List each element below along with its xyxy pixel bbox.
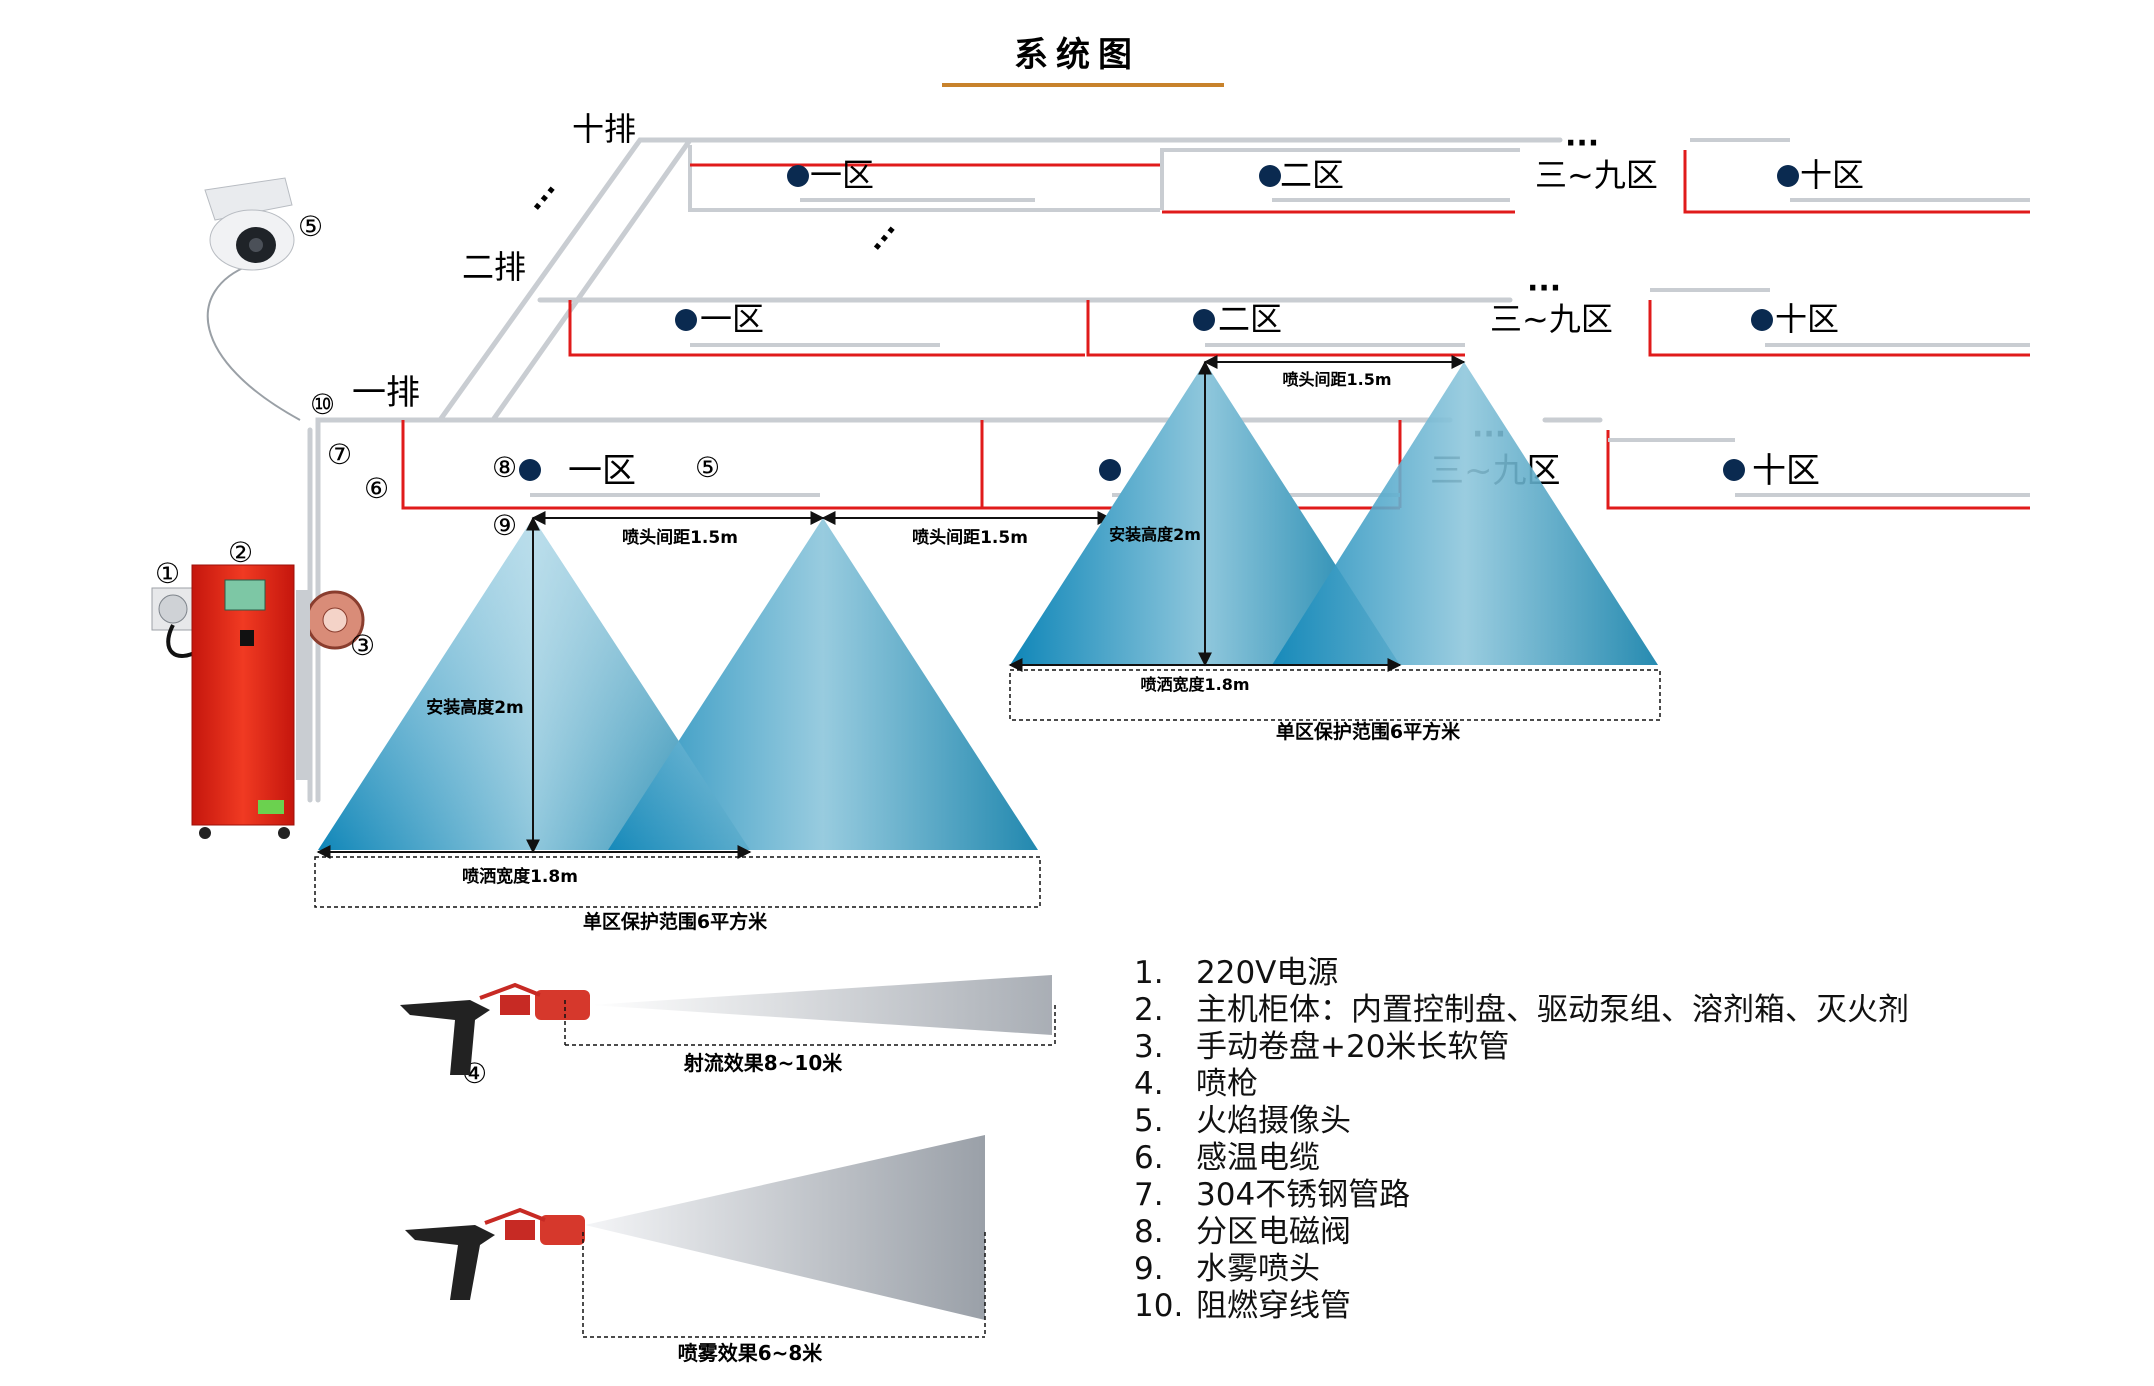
- legend-number: 7.: [1134, 1177, 1164, 1213]
- marker-2: ②: [228, 536, 253, 569]
- row-2-to-10-ellipsis: ···: [862, 215, 908, 261]
- row-2-ellipsis: ···: [1527, 271, 1561, 306]
- width-label-2: 喷洒宽度1.8m: [1140, 675, 1249, 694]
- legend-item: 3. 手动卷盘+20米长软管: [1134, 1029, 2034, 1066]
- spacing-label-3: 喷头间距1.5m: [1282, 370, 1391, 389]
- height-label-2: 安装高度2m: [1109, 525, 1201, 544]
- legend-number: 1.: [1134, 955, 1164, 991]
- title-underline: [942, 83, 1224, 87]
- legend-item: 4. 喷枪: [1134, 1066, 2034, 1103]
- flame-camera-icon: [204, 177, 295, 271]
- marker-8: ⑧: [492, 451, 517, 484]
- row-1-label: 一排: [352, 373, 420, 413]
- width-label-1: 喷洒宽度1.8m: [462, 866, 578, 887]
- legend-item: 10. 阻燃穿线管: [1134, 1288, 2034, 1325]
- legend-number: 5.: [1134, 1103, 1164, 1139]
- legend-text: 喷枪: [1196, 1066, 1258, 1102]
- row-10-label: 十排: [572, 110, 636, 148]
- power-outlet-icon: [151, 587, 202, 658]
- row-2-zone-2: 二区: [1218, 300, 1282, 338]
- camera-conduit: [206, 264, 301, 421]
- legend-text: 手动卷盘+20米长软管: [1196, 1029, 1510, 1065]
- row-10-zone-1: 一区: [810, 156, 874, 194]
- row-10-zone-10: 十区: [1800, 156, 1864, 194]
- row-2-zone-3-9: 三~九区: [1490, 300, 1613, 338]
- main-cabinet: [191, 564, 295, 839]
- legend-text: 水雾喷头: [1196, 1251, 1320, 1287]
- marker-10: ⑩: [310, 388, 335, 421]
- legend-number: 6.: [1134, 1140, 1164, 1176]
- mist-spray-gun: [405, 1135, 986, 1338]
- hose-reel-icon: [296, 590, 365, 780]
- row-2-zone-10: 十区: [1775, 300, 1839, 338]
- legend-text: 304不锈钢管路: [1196, 1177, 1411, 1213]
- legend-item: 8. 分区电磁阀: [1134, 1214, 2034, 1251]
- legend-number: 9.: [1134, 1251, 1164, 1287]
- marker-5: ⑤: [298, 210, 323, 243]
- jet-spray-gun: [400, 975, 1056, 1075]
- jet-effect-label: 射流效果8~10米: [683, 1051, 844, 1075]
- row-1-zone-1: 一区: [568, 451, 636, 491]
- coverage-label-1: 单区保护范围6平方米: [583, 910, 768, 933]
- legend-number: 3.: [1134, 1029, 1164, 1065]
- legend-number: 4.: [1134, 1066, 1164, 1102]
- component-legend: 1. 220V电源 2. 主机柜体：内置控制盘、驱动泵组、溶剂箱、灭火剂 3. 手动卷…: [1134, 955, 2034, 1325]
- marker-9: ⑨: [492, 509, 517, 542]
- row-2-zone-1: 一区: [700, 300, 764, 338]
- page-title: 系统图: [1014, 35, 1140, 75]
- legend-text: 感温电缆: [1196, 1140, 1320, 1176]
- row-1-branch: [401, 420, 2030, 510]
- spacing-label-1: 喷头间距1.5m: [622, 527, 738, 548]
- legend-text: 主机柜体：内置控制盘、驱动泵组、溶剂箱、灭火剂: [1196, 992, 1909, 1028]
- row-10-branch: [688, 138, 2030, 214]
- legend-item: 6. 感温电缆: [1134, 1140, 2034, 1177]
- marker-1: ①: [155, 557, 180, 590]
- zone-1-spray-cones: [314, 511, 1112, 908]
- row-10-zone-3-9: 三~九区: [1535, 156, 1658, 194]
- row-2-ellipsis-vertical: ···: [522, 175, 568, 221]
- legend-item: 1. 220V电源: [1134, 955, 2034, 992]
- legend-item: 2. 主机柜体：内置控制盘、驱动泵组、溶剂箱、灭火剂: [1134, 992, 2034, 1029]
- legend-item: 9. 水雾喷头: [1134, 1251, 2034, 1288]
- mist-effect-label: 喷雾效果6~8米: [678, 1341, 824, 1365]
- row-2-label: 二排: [462, 248, 526, 286]
- legend-text: 阻燃穿线管: [1196, 1288, 1351, 1324]
- marker-5-nozzle: ⑤: [695, 451, 720, 484]
- row-1-zone-10: 十区: [1752, 451, 1820, 491]
- legend-item: 7. 304不锈钢管路: [1134, 1177, 2034, 1214]
- row-10-ellipsis: ···: [1565, 126, 1599, 161]
- height-label-1: 安装高度2m: [426, 697, 524, 718]
- spacing-label-2: 喷头间距1.5m: [912, 527, 1028, 548]
- zone-2-spray-cones: [1008, 355, 1661, 721]
- legend-number: 8.: [1134, 1214, 1164, 1250]
- legend-number: 2.: [1134, 992, 1164, 1028]
- legend-item: 5. 火焰摄像头: [1134, 1103, 2034, 1140]
- coverage-label-2: 单区保护范围6平方米: [1276, 720, 1461, 743]
- marker-3: ③: [350, 629, 375, 662]
- marker-6: ⑥: [364, 472, 389, 505]
- legend-text: 火焰摄像头: [1196, 1103, 1351, 1139]
- legend-text: 220V电源: [1196, 955, 1339, 991]
- legend-number: 10.: [1134, 1288, 1184, 1324]
- marker-7: ⑦: [327, 438, 352, 471]
- legend-text: 分区电磁阀: [1196, 1214, 1351, 1250]
- row-10-zone-2: 二区: [1280, 156, 1344, 194]
